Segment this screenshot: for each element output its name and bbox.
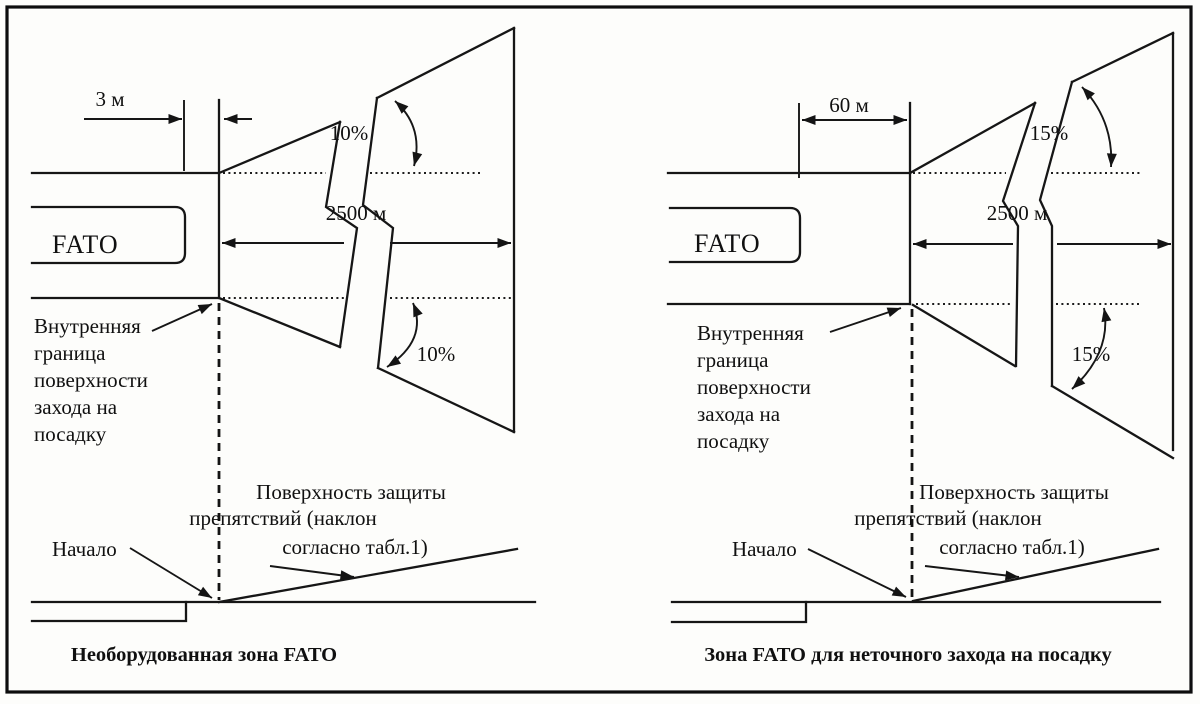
protection-surface-slope (911, 547, 1160, 603)
inner-edge-annotation: Внутренняя (697, 321, 804, 345)
inner-edge-annotation: посадку (34, 422, 107, 446)
inner-edge-annotation: поверхности (34, 368, 148, 392)
approach-splay-lower (217, 296, 516, 434)
protection-surface-slope (217, 547, 519, 604)
fato-step-profile (30, 600, 188, 623)
start-label: Начало (732, 537, 797, 561)
inner-edge-pointer-arrow (151, 303, 213, 332)
divergence-arc-upper (1081, 86, 1117, 168)
offset-dimension-label: 3 м (95, 87, 124, 111)
approach-splay-upper (217, 26, 516, 175)
divergence-lower-label: 10% (417, 342, 456, 366)
inner-edge-annotation: захода на (34, 395, 118, 419)
length-dimension-label: 2500 м (326, 201, 387, 225)
start-label: Начало (52, 537, 117, 561)
fato-box (668, 206, 802, 264)
inner-edge-annotation: посадку (697, 429, 770, 453)
protection-surface-annotation: Поверхность защиты (919, 480, 1109, 504)
right-caption: Зона FATO для неточного захода на посадк… (704, 644, 1112, 666)
right-diagram: 60 м 2500 м 15% 15% FATO Внутренняя гран… (666, 31, 1175, 666)
protection-surface-annotation: препятствий (наклон (854, 506, 1042, 530)
approach-splay-upper (908, 31, 1175, 175)
length-dimension-label: 2500 м (987, 201, 1048, 225)
fato-step-profile (670, 600, 808, 624)
start-pointer-arrow (807, 548, 907, 598)
divergence-lower-label: 15% (1072, 342, 1111, 366)
inner-edge-pointer-arrow (829, 307, 902, 333)
protection-pointer-arrow (924, 565, 1020, 581)
divergence-upper-label: 10% (330, 121, 369, 145)
protection-surface-annotation: согласно табл.1) (282, 535, 428, 559)
inner-edge-annotation: граница (697, 348, 769, 372)
inner-edge-annotation: захода на (697, 402, 781, 426)
fato-label: FATO (52, 230, 119, 259)
fato-label: FATO (694, 229, 761, 258)
inner-edge-annotation: Внутренняя (34, 314, 141, 338)
break-line-right (1038, 80, 1074, 388)
left-diagram: 3 м 2500 м 10% 10% FATO Внутренняя грани… (30, 26, 537, 666)
protection-surface-annotation: согласно табл.1) (939, 535, 1085, 559)
inner-edge-annotation: граница (34, 341, 106, 365)
protection-surface-annotation: Поверхность защиты (256, 480, 446, 504)
protection-pointer-arrow (269, 565, 355, 581)
offset-dimension-label: 60 м (829, 93, 869, 117)
fato-box (30, 205, 187, 265)
approach-splay-lower (911, 303, 1175, 460)
break-line-right (361, 96, 395, 370)
inner-edge-annotation: поверхности (697, 375, 811, 399)
start-pointer-arrow (129, 547, 213, 599)
outer-border (5, 5, 1193, 694)
divergence-upper-label: 15% (1030, 121, 1069, 145)
protection-surface-annotation: препятствий (наклон (189, 506, 377, 530)
break-line-left (324, 120, 359, 349)
divergence-arc-lower (1071, 307, 1112, 390)
divergence-arc-lower (386, 302, 423, 368)
break-line-left (1001, 101, 1037, 368)
divergence-arc-upper (394, 100, 423, 167)
left-caption: Необорудованная зона FATO (71, 644, 337, 666)
